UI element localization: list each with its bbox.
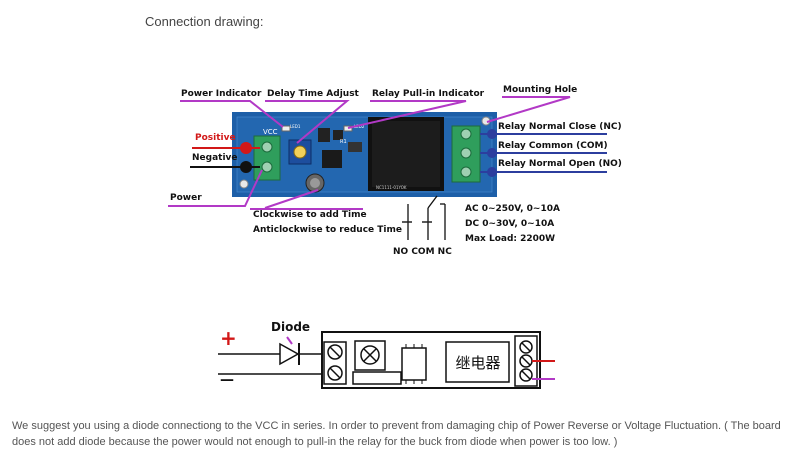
label-mounting-hole: Mounting Hole [503, 85, 578, 95]
footer-note: We suggest you using a diode connectiong… [12, 420, 781, 448]
label-power-indicator: Power Indicator [181, 89, 262, 99]
label-max-load: Max Load: 2200W [465, 234, 556, 244]
label-delay-time-adjust: Delay Time Adjust [267, 89, 359, 99]
led1 [281, 125, 291, 132]
input-terminal [323, 341, 347, 385]
label-no-com-nc: NO COM NC [393, 247, 452, 257]
label-diode: Diode [271, 320, 311, 334]
mounting-hole [239, 179, 249, 189]
label-negative: Negative [192, 153, 238, 163]
diode-symbol [279, 342, 300, 366]
ic-chip [322, 150, 342, 168]
pcb-led2: LED2 [354, 124, 365, 129]
label-power: Power [170, 193, 202, 203]
label-relay-no: Relay Normal Open (NO) [498, 159, 622, 169]
led2 [343, 125, 353, 132]
pcb-r1: R1 [340, 139, 347, 145]
pcb-relay-model: NC1111-01YOK [376, 185, 407, 190]
label-anticlockwise: Anticlockwise to reduce Time [253, 225, 402, 235]
ic-symbol [401, 347, 427, 381]
relay-contact-symbol [407, 195, 446, 240]
label-relay-com: Relay Common (COM) [498, 141, 608, 151]
label-ac-rating: AC 0~250V, 0~10A [465, 204, 560, 214]
relay-box-symbol [445, 341, 510, 383]
callout-power-indicator [180, 100, 284, 128]
pot-symbol [354, 340, 386, 371]
pcb-led1: LED1 [290, 124, 301, 129]
callout-power [168, 169, 263, 207]
label-relay-pullin-indicator: Relay Pull-in Indicator [372, 89, 485, 99]
label-dc-rating: DC 0~30V, 0~10A [465, 219, 555, 229]
capacitor-symbol [352, 371, 402, 385]
label-relay-nc: Relay Normal Close (NC) [498, 122, 622, 132]
minus-symbol: — [220, 372, 234, 388]
callout-delay-time [265, 100, 350, 144]
callout-mounting-hole [486, 96, 571, 123]
relay-chinese-label: 继电器 [455, 354, 500, 372]
label-clockwise: Clockwise to add Time [253, 210, 367, 220]
plus-symbol: + [220, 326, 237, 350]
chip [318, 128, 330, 142]
label-positive: Positive [195, 133, 236, 143]
section-heading: Connection drawing: [145, 14, 264, 29]
pcb-vcc: VCC [263, 128, 278, 136]
callout-relay-indicator [347, 100, 467, 129]
